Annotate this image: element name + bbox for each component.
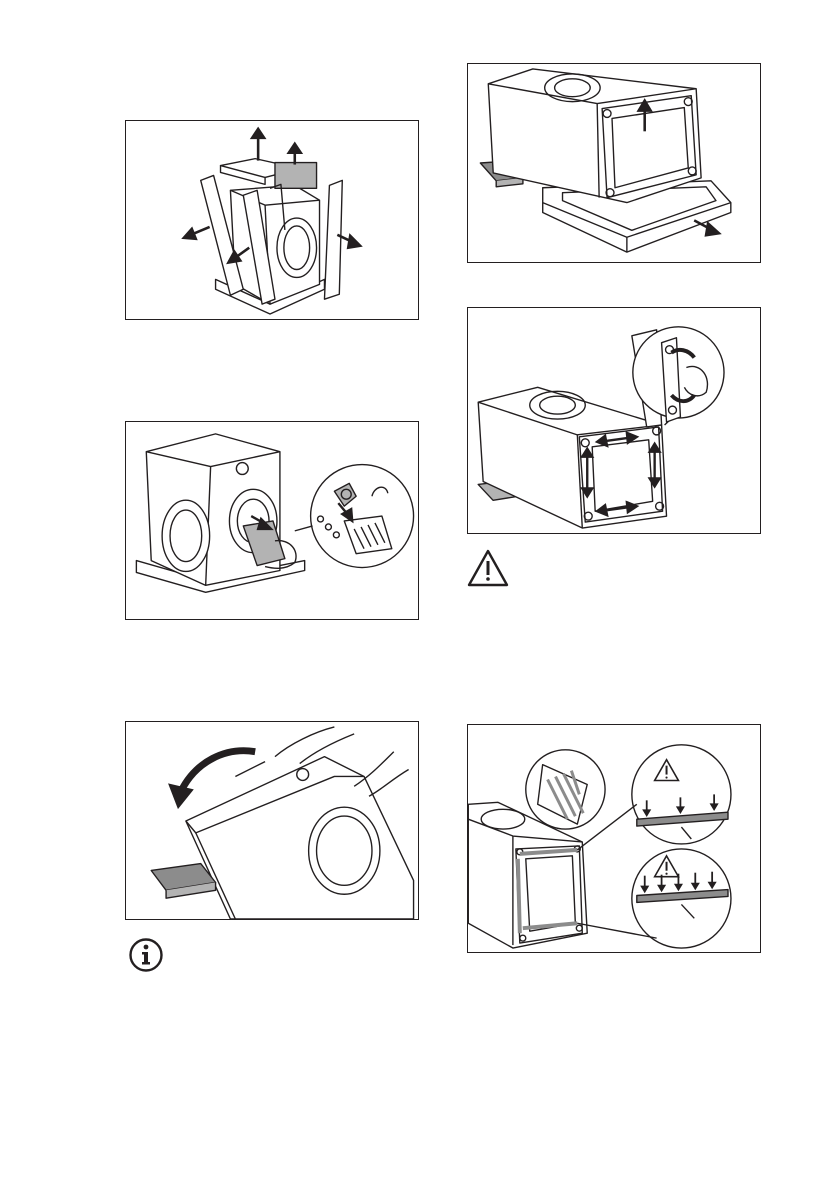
warning-icon	[466, 548, 510, 588]
insert-noise-strips-illustration	[468, 725, 760, 952]
remove-frame-screws-figure	[467, 307, 761, 534]
accessories-bag-figure	[125, 421, 419, 620]
remove-packaging-figure	[125, 120, 419, 320]
remove-packaging-illustration	[126, 121, 418, 319]
info-icon	[128, 937, 164, 973]
insert-noise-strips-figure	[467, 724, 761, 953]
accessories-bag-illustration	[126, 422, 418, 619]
remove-base-illustration	[468, 64, 760, 262]
remove-frame-screws-illustration	[468, 308, 760, 533]
remove-base-figure	[467, 63, 761, 263]
tilt-machine-figure	[125, 721, 419, 920]
tilt-machine-illustration	[126, 722, 418, 919]
